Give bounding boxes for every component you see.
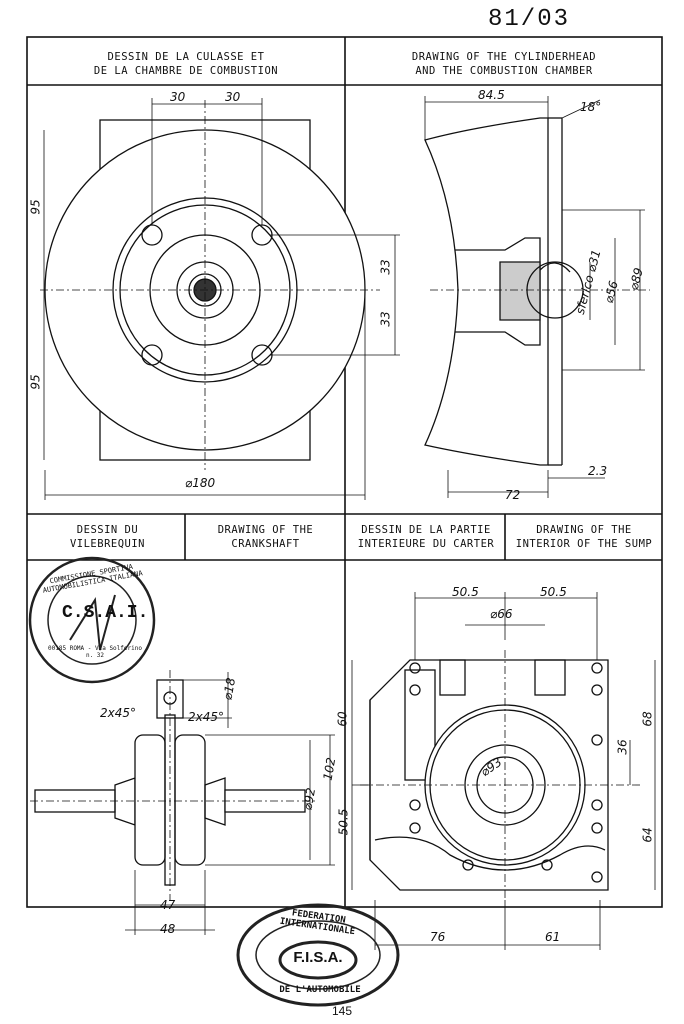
caption-line: CRANKSHAFT <box>231 538 300 550</box>
caption-line: INTERIOR OF THE SUMP <box>515 538 653 550</box>
caption-cylinderhead-en: DRAWING OF THE CYLINDERHEAD AND THE COMB… <box>348 50 660 78</box>
fisa-stamp-bottom: DE L'AUTOMOBILE <box>279 985 361 995</box>
caption-line: DE LA CHAMBRE DE COMBUSTION <box>93 65 279 77</box>
dimension-label: 36 <box>615 739 630 755</box>
dimension-label: 33 <box>378 311 393 327</box>
fisa-stamp-graphic <box>236 903 400 1007</box>
csai-stamp-address: 00185 ROMA - Via Solferino n. 32 <box>48 645 142 659</box>
csai-stamp-center: C.S.A.I. <box>62 603 149 623</box>
dimension-label: 48 <box>160 922 176 936</box>
dimension-label: 64 <box>640 827 655 843</box>
dimension-label: ⌀66 <box>490 607 513 621</box>
cylinderhead-side-section <box>424 96 650 498</box>
dimension-label: 33 <box>378 259 393 275</box>
caption-line: VILEBREQUIN <box>69 538 146 550</box>
dimension-label: 30 <box>225 90 241 104</box>
caption-cylinderhead-fr: DESSIN DE LA CULASSE ET DE LA CHAMBRE DE… <box>30 50 342 78</box>
dimension-label: ⌀180 <box>185 476 216 490</box>
dimension-label: 84.5 <box>478 88 505 102</box>
caption-line: DRAWING OF THE <box>217 524 314 536</box>
caption-crankshaft-fr: DESSIN DU VILEBREQUIN <box>30 523 185 551</box>
caption-line: DESSIN DU <box>76 524 139 536</box>
dimension-label: 60 <box>335 711 350 727</box>
caption-line: DESSIN DE LA CULASSE ET <box>107 51 265 63</box>
dimension-label: 2x45° <box>188 710 225 724</box>
dimension-label: 30 <box>170 90 186 104</box>
caption-line: DRAWING OF THE <box>536 524 632 536</box>
cylinderhead-front-view <box>40 98 400 500</box>
caption-line: AND THE COMBUSTION CHAMBER <box>415 65 593 77</box>
dimension-label: 76 <box>430 930 446 944</box>
dimension-label: 18° <box>580 100 602 114</box>
caption-carter-fr: DESSIN DE LA PARTIE INTERIEURE DU CARTER <box>348 523 504 551</box>
caption-crankshaft-en: DRAWING OF THE CRANKSHAFT <box>188 523 343 551</box>
dimension-label: 61 <box>545 930 561 944</box>
page-number: 145 <box>331 1004 353 1018</box>
crankshaft-drawing <box>30 670 335 935</box>
dimension-label: 50.5 <box>336 808 351 836</box>
dimension-label: 72 <box>505 488 521 502</box>
dimension-label: 68 <box>640 711 655 727</box>
caption-line: DESSIN DE LA PARTIE <box>361 524 491 536</box>
csai-stamp-graphic <box>28 556 156 684</box>
sump-interior-drawing <box>351 592 656 950</box>
caption-sump-en: DRAWING OF THE INTERIOR OF THE SUMP <box>507 523 661 551</box>
caption-line: INTERIEURE DU CARTER <box>357 538 495 550</box>
dimension-label: 95 <box>28 199 43 215</box>
dimension-label: 50.5 <box>540 585 567 599</box>
dimension-label: 2.3 <box>588 464 608 478</box>
drawing-reference-number: 81/03 <box>488 6 571 33</box>
dimension-label: 2x45° <box>100 706 137 720</box>
dimension-label: 47 <box>160 898 176 912</box>
caption-line: DRAWING OF THE CYLINDERHEAD <box>411 51 597 63</box>
dimension-label: 95 <box>28 374 43 390</box>
dimension-label: 50.5 <box>452 585 479 599</box>
fisa-stamp-center: F.I.S.A. <box>293 949 343 966</box>
